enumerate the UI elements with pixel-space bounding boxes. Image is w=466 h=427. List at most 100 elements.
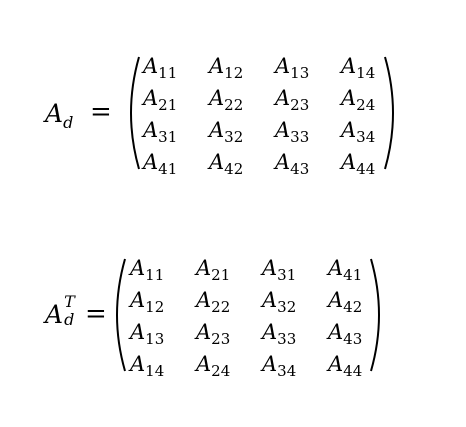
- cell-base: A: [143, 150, 159, 174]
- matrix-cell: A13: [275, 56, 341, 81]
- cell-subscript: 21: [158, 96, 178, 115]
- cell-base: A: [328, 352, 344, 376]
- matrix-cell: A42: [209, 152, 275, 177]
- cell-base: A: [130, 320, 146, 344]
- cell-base: A: [130, 352, 146, 376]
- matrix-cell: A23: [196, 322, 262, 347]
- cell-subscript: 33: [277, 330, 297, 349]
- cell-subscript: 33: [290, 128, 310, 147]
- matrix-cell: A44: [328, 354, 394, 379]
- lhs-subscript: d: [63, 113, 74, 132]
- matrix-cell: A23: [275, 88, 341, 113]
- left-parenthesis: [122, 55, 142, 171]
- cell-base: A: [275, 150, 291, 174]
- lhs-base: A: [45, 99, 64, 128]
- cell-base: A: [196, 352, 212, 376]
- matrix-cell: A11: [143, 56, 209, 81]
- matrix-cell: A21: [196, 258, 262, 283]
- cell-base: A: [328, 320, 344, 344]
- lhs-base: A: [45, 300, 64, 329]
- right-parenthesis: [382, 55, 402, 171]
- cell-subscript: 22: [211, 298, 231, 317]
- cell-subscript: 43: [290, 160, 310, 179]
- cell-subscript: 43: [343, 330, 363, 349]
- cell-base: A: [341, 150, 357, 174]
- matrix-cell: A33: [262, 322, 328, 347]
- cell-subscript: 13: [145, 330, 165, 349]
- matrix-cell: A21: [143, 88, 209, 113]
- matrix-cell: A43: [275, 152, 341, 177]
- cell-base: A: [143, 54, 159, 78]
- cell-base: A: [341, 54, 357, 78]
- cell-subscript: 32: [224, 128, 244, 147]
- matrix-cell: A22: [196, 290, 262, 315]
- cell-subscript: 31: [277, 266, 297, 285]
- matrix-cell: A32: [209, 120, 275, 145]
- cell-subscript: 42: [343, 298, 363, 317]
- cell-base: A: [262, 352, 278, 376]
- cell-base: A: [262, 288, 278, 312]
- matrix-cell: A14: [341, 56, 407, 81]
- matrix-cell: A34: [341, 120, 407, 145]
- cell-base: A: [209, 86, 225, 110]
- cell-subscript: 11: [145, 266, 165, 285]
- cell-base: A: [196, 288, 212, 312]
- matrix-cell: A33: [275, 120, 341, 145]
- cell-base: A: [209, 54, 225, 78]
- matrix-cell: A12: [130, 290, 196, 315]
- cell-base: A: [262, 256, 278, 280]
- matrix-cell: A24: [341, 88, 407, 113]
- cell-subscript: 23: [290, 96, 310, 115]
- cell-base: A: [143, 118, 159, 142]
- cell-subscript: 24: [356, 96, 376, 115]
- matrix-cell: A32: [262, 290, 328, 315]
- cell-subscript: 31: [158, 128, 178, 147]
- matrix-cell: A13: [130, 322, 196, 347]
- cell-base: A: [328, 288, 344, 312]
- cell-base: A: [130, 256, 146, 280]
- cell-subscript: 34: [277, 362, 297, 381]
- cell-subscript: 14: [356, 64, 376, 83]
- cell-base: A: [196, 256, 212, 280]
- cell-base: A: [196, 320, 212, 344]
- matrix-cell: A43: [328, 322, 394, 347]
- matrix-cell: A24: [196, 354, 262, 379]
- cell-base: A: [209, 118, 225, 142]
- cell-subscript: 41: [158, 160, 178, 179]
- cell-base: A: [209, 150, 225, 174]
- cell-subscript: 41: [343, 266, 363, 285]
- left-parenthesis: [108, 257, 128, 373]
- cell-base: A: [130, 288, 146, 312]
- matrix-cell: A31: [143, 120, 209, 145]
- cell-base: A: [143, 86, 159, 110]
- matrix-cell: A12: [209, 56, 275, 81]
- cell-subscript: 12: [145, 298, 165, 317]
- equals-sign: =: [90, 97, 112, 127]
- cell-subscript: 21: [211, 266, 231, 285]
- cell-subscript: 24: [211, 362, 231, 381]
- lhs-a-d: Ad: [45, 101, 73, 131]
- cell-base: A: [262, 320, 278, 344]
- cell-subscript: 22: [224, 96, 244, 115]
- matrix-cell: A41: [328, 258, 394, 283]
- equals-sign: =: [85, 299, 107, 329]
- matrix-cell: A34: [262, 354, 328, 379]
- cell-base: A: [275, 118, 291, 142]
- lhs-subscript: d: [64, 310, 75, 329]
- cell-subscript: 34: [356, 128, 376, 147]
- cell-subscript: 23: [211, 330, 231, 349]
- cell-subscript: 44: [356, 160, 376, 179]
- cell-subscript: 14: [145, 362, 165, 381]
